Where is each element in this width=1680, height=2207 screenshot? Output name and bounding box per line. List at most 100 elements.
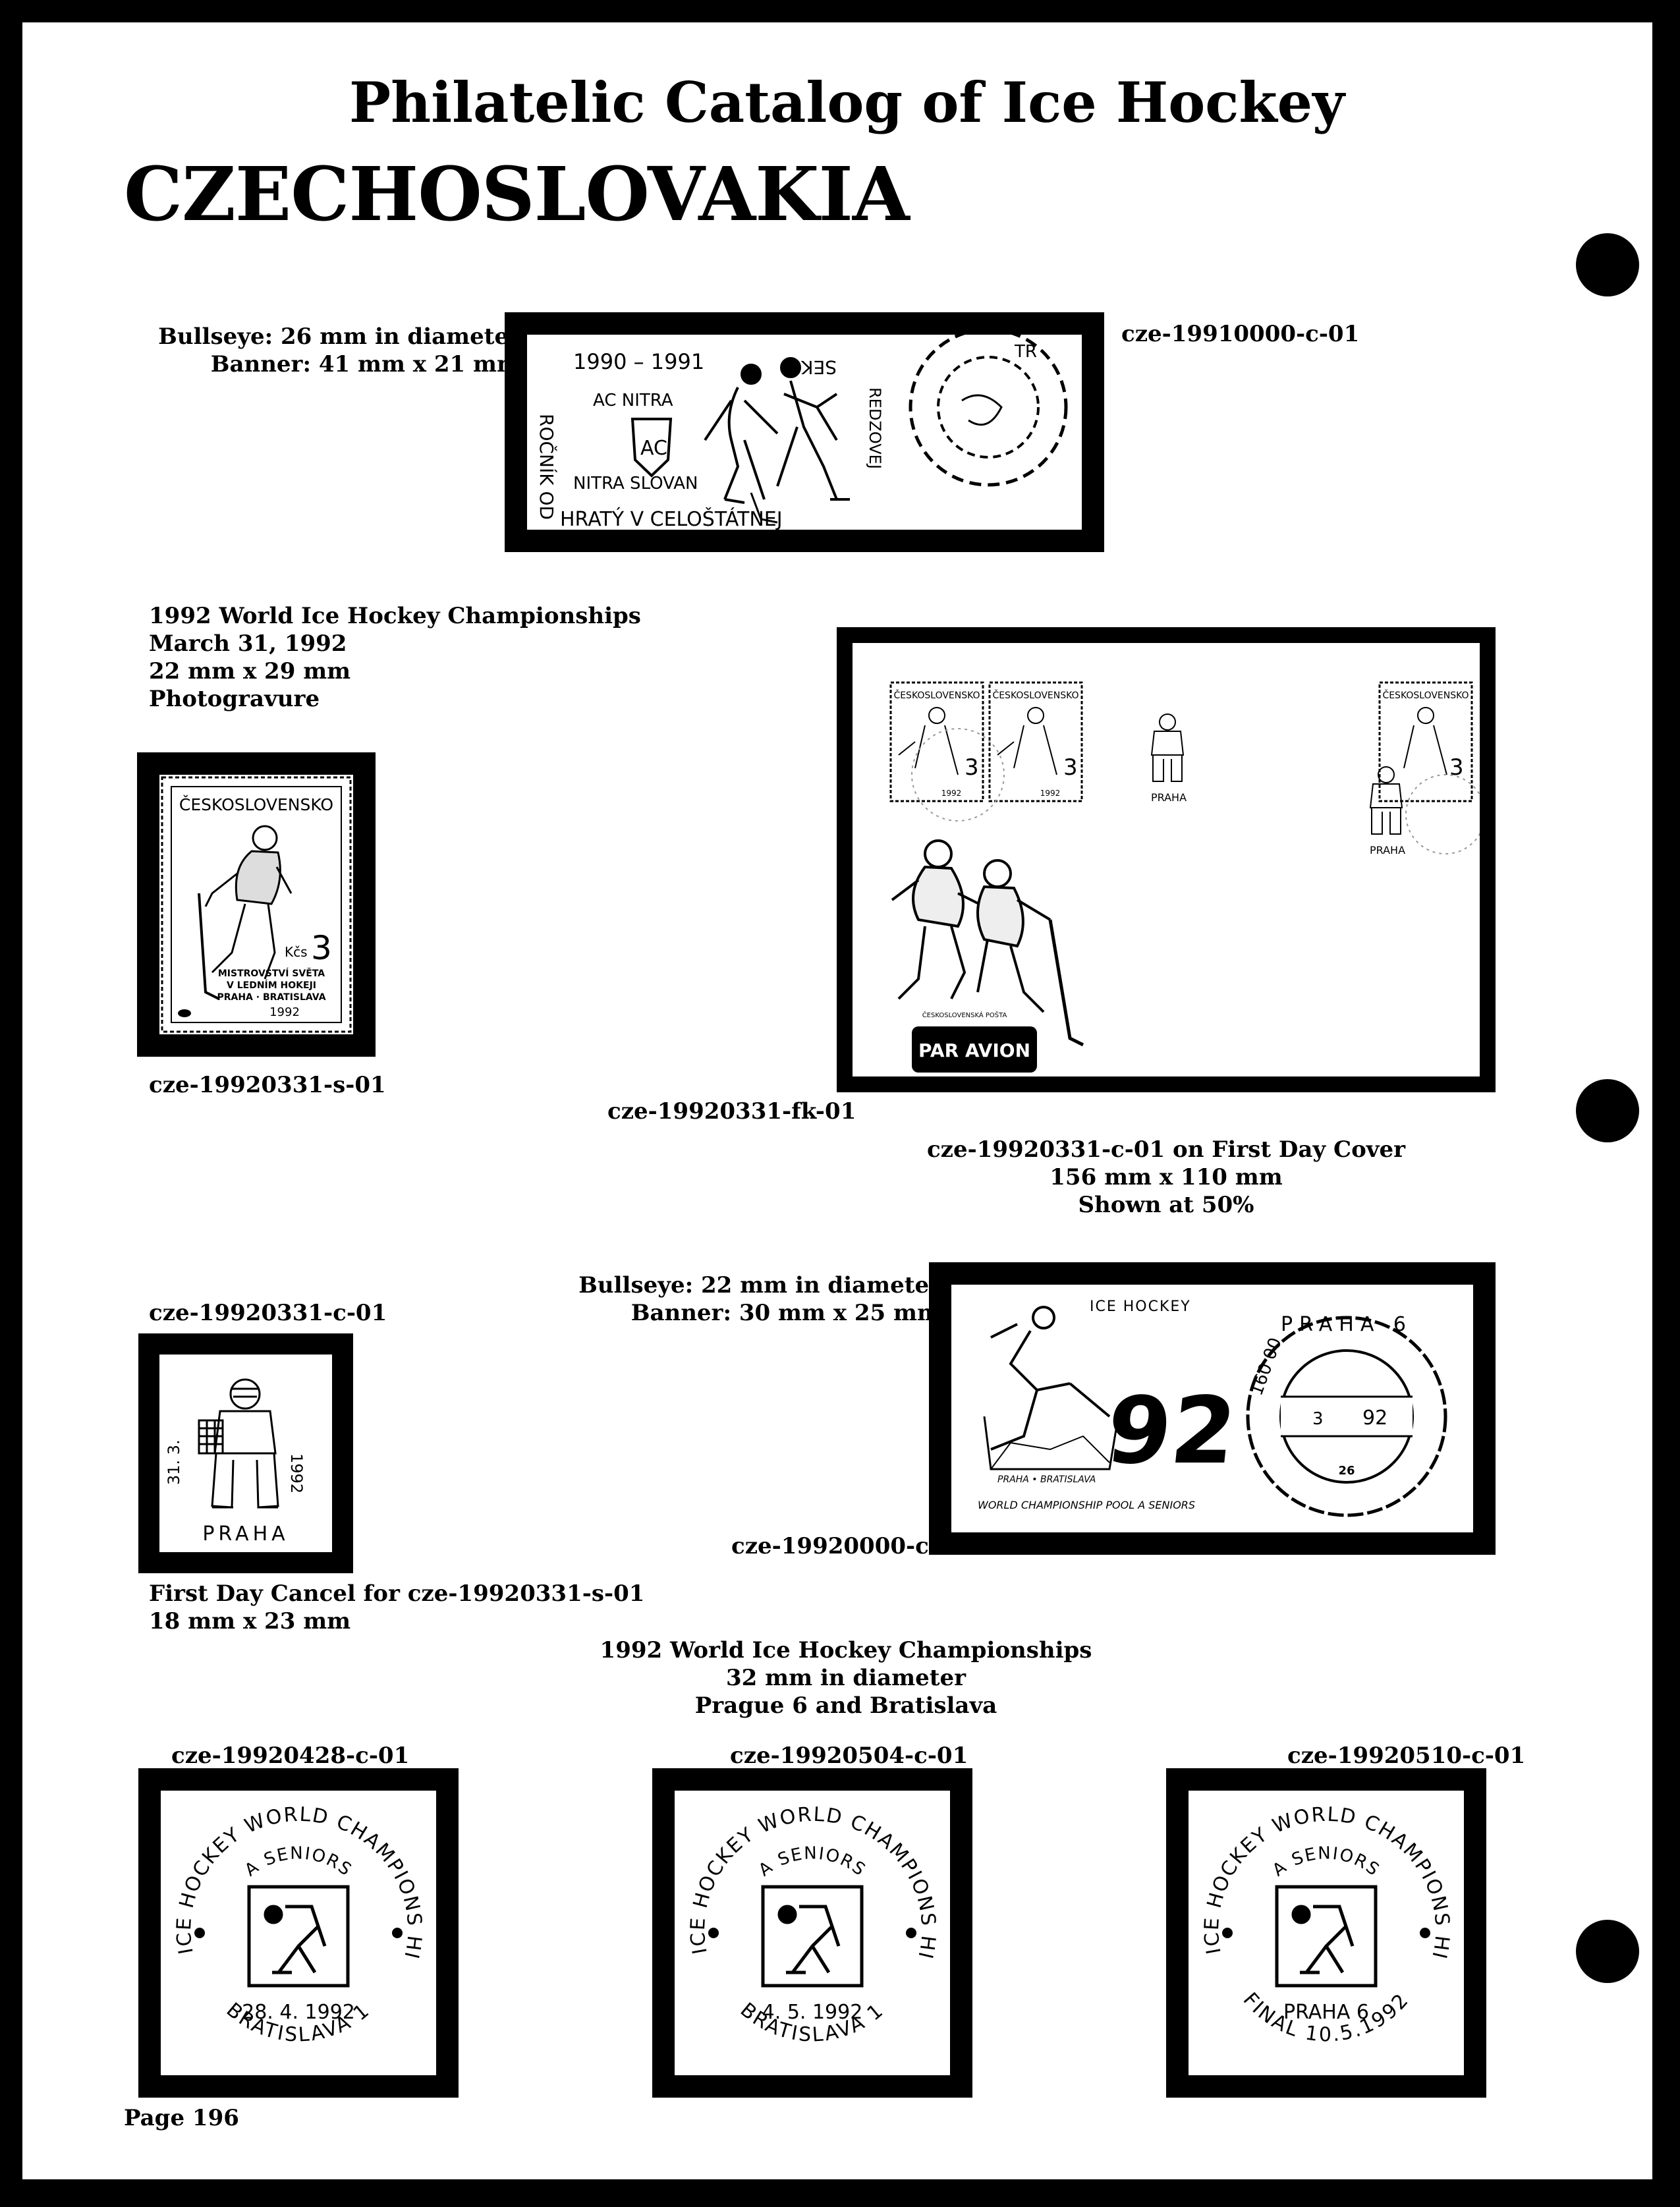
stamp-heading-size: 22 mm x 29 mm <box>149 658 351 684</box>
cachet-hockey-players-icon <box>891 839 1084 1047</box>
ring-dot <box>708 1928 719 1938</box>
round-stamp-year: 92 <box>1362 1407 1387 1430</box>
cancel-date: 4. 5. 1992 <box>762 2001 863 2024</box>
binder-hole-bottom <box>1576 1920 1639 1983</box>
postmark-1991-mirror-text: SEK <box>801 356 837 378</box>
machine-cancel-size-bullseye: Bullseye: 22 mm in diameter <box>578 1272 941 1299</box>
cover-stamp-1: ČESKOSLOVENSKO 3 1992 <box>889 681 984 802</box>
ac-nitra-emblem: AC <box>630 418 673 478</box>
stamp-heading-date: March 31, 1992 <box>149 630 347 657</box>
hockey-pictogram-icon <box>247 1885 350 1988</box>
stamp-value: 3 <box>311 929 332 967</box>
cover-stamp-2: ČESKOSLOVENSKO 3 1992 <box>988 681 1083 802</box>
cover-stamp-2-year: 1992 <box>1040 789 1061 798</box>
round-postmark-icon: TR <box>909 335 1068 487</box>
ring-text-seniors: A SENIORS <box>1269 1843 1384 1880</box>
cover-stamp-2-value: 3 <box>1063 754 1078 781</box>
binder-hole-top <box>1576 233 1639 296</box>
banner-top-text: ICE HOCKEY <box>1090 1299 1191 1315</box>
postmark-1991-years: 1990 – 1991 <box>573 349 704 374</box>
fdc-frame: ČESKOSLOVENSKO 3 1992 ČESKOSLOVENSKO 3 1… <box>837 627 1496 1092</box>
machine-cancel-size-banner: Banner: 30 mm x 25 mm <box>630 1300 941 1326</box>
fdc-cancel-year: 1992 <box>287 1453 306 1494</box>
hockey-player-icon <box>198 825 293 1000</box>
round-stamp-code: 160 00 <box>1246 1335 1285 1399</box>
stamp-image: ČESKOSLOVENSKO Kčs 3 MISTROVSTVÍ SVĚTA V… <box>161 776 352 1033</box>
fdc-caption-3: Shown at 50% <box>1078 1192 1254 1218</box>
fdc-cancel-image: 31. 3. 1992 PRAHA <box>165 1378 306 1546</box>
cover-stamp-1-value: 3 <box>965 754 979 781</box>
round-stamp-mark: 26 <box>1338 1464 1355 1478</box>
hockey-pictogram-icon <box>1275 1885 1378 1988</box>
goalie-cancel-icon-2: PRAHA <box>1369 766 1405 856</box>
fdc-cancel-date: 31. 3. <box>165 1439 183 1485</box>
cover-cancel-city-1: PRAHA <box>1151 791 1187 804</box>
postmark-1991-image: ROČNÍK OD 1990 – 1991 AC NITRA NITRA SLO… <box>536 335 1068 530</box>
stamp-line-3: PRAHA · BRATISLAVA <box>217 992 325 1003</box>
cover-stamp-1-year: 1992 <box>941 789 962 798</box>
faint-postmark-icon <box>911 728 1005 822</box>
fdc-cancel-city: PRAHA <box>202 1523 289 1546</box>
first-day-cover-image: ČESKOSLOVENSKO 3 1992 ČESKOSLOVENSKO 3 1… <box>889 681 1480 1073</box>
special-cancel-3-catalog-id: cze-19920510-c-01 <box>1287 1743 1526 1769</box>
fdc-cancel-caption-1: First Day Cancel for cze-19920331-s-01 <box>149 1580 645 1607</box>
binder-hole-middle <box>1576 1079 1639 1142</box>
ring-text-seniors: A SENIORS <box>241 1843 356 1880</box>
postmark-1991-slovan: NITRA SLOVAN <box>573 474 698 493</box>
par-avion-label: PAR AVION <box>912 1026 1037 1073</box>
banner-bottom-text: WORLD CHAMPIONSHIP POOL A SENIORS <box>978 1499 1195 1511</box>
stamp-line-2: V LEDNÍM HOKEJI <box>227 980 316 991</box>
cover-cancel-city-2: PRAHA <box>1370 844 1405 856</box>
ring-text-seniors: A SENIORS <box>755 1843 870 1880</box>
country-heading: CZECHOSLOVAKIA <box>124 152 910 238</box>
special-cancels-heading-1: 1992 World Ice Hockey Championships <box>600 1637 1092 1663</box>
special-cancel-1-catalog-id: cze-19920428-c-01 <box>171 1743 410 1769</box>
stamp-heading-event: 1992 World Ice Hockey Championships <box>149 603 641 629</box>
fdc-caption-2: 156 mm x 110 mm <box>1050 1164 1283 1190</box>
par-avion-text: PAR AVION <box>918 1040 1030 1061</box>
special-cancel-2-catalog-id: cze-19920504-c-01 <box>730 1743 968 1769</box>
fdc-cancel-catalog-id: cze-19920331-c-01 <box>149 1300 387 1326</box>
fdc-catalog-id-left: cze-19920331-fk-01 <box>607 1098 856 1125</box>
cover-stamp-1-country: ČESKOSLOVENSKO <box>893 689 980 701</box>
machine-cancel-catalog-id: cze-19920000-c-01 <box>731 1533 970 1559</box>
emblem-text: AC <box>640 437 667 460</box>
cancel-date: 28. 4. 1992 <box>242 2001 355 2024</box>
cover-stamp-3-country: ČESKOSLOVENSKO <box>1382 689 1469 701</box>
goalie-icon <box>198 1378 279 1509</box>
cover-stamp-3: ČESKOSLOVENSKO 3 <box>1378 681 1473 802</box>
hockey-pictogram-icon <box>761 1885 864 1988</box>
postmark-1991-club: AC NITRA <box>593 391 673 410</box>
postmark-1991-arc-left: ROČNÍK OD <box>536 414 558 520</box>
postmark-1991-size-banner: Banner: 41 mm x 21 mm <box>210 351 520 377</box>
ring-dot <box>906 1928 916 1938</box>
special-cancels-heading-2: 32 mm in diameter <box>726 1665 966 1691</box>
cover-stamp-2-country: ČESKOSLOVENSKO <box>992 689 1078 701</box>
banner-hockey-player-icon <box>983 1306 1117 1470</box>
ring-dot <box>392 1928 403 1938</box>
stamp-currency: Kčs <box>285 944 308 960</box>
stamp-heading-print: Photogravure <box>149 686 320 712</box>
cover-stamp-3-value: 3 <box>1449 754 1464 781</box>
special-cancels-heading-3: Prague 6 and Bratislava <box>694 1692 997 1719</box>
round-stamp-ring-text: PRAHA 6 <box>1281 1313 1413 1336</box>
hockey-players-icon <box>704 357 850 524</box>
stamp-country: ČESKOSLOVENSKO <box>179 795 333 814</box>
ring-dot <box>1222 1928 1233 1938</box>
faint-postmark-icon-2 <box>1405 774 1480 854</box>
postmark-1991-catalog-id: cze-19910000-c-01 <box>1121 321 1360 347</box>
postmark-ring-text: TR <box>1014 342 1037 362</box>
ring-dot <box>1420 1928 1430 1938</box>
banner-number: 92 <box>1102 1378 1241 1485</box>
goalie-cancel-icon: PRAHA <box>1150 713 1187 804</box>
ring-dot <box>194 1928 205 1938</box>
cover-post-text: ČESKOSLOVENSKÁ POŠTA <box>922 1011 1007 1019</box>
stamp-year: 1992 <box>269 1005 300 1019</box>
page-number: Page 196 <box>124 2105 239 2131</box>
cancel-date: PRAHA 6 <box>1283 2001 1369 2024</box>
